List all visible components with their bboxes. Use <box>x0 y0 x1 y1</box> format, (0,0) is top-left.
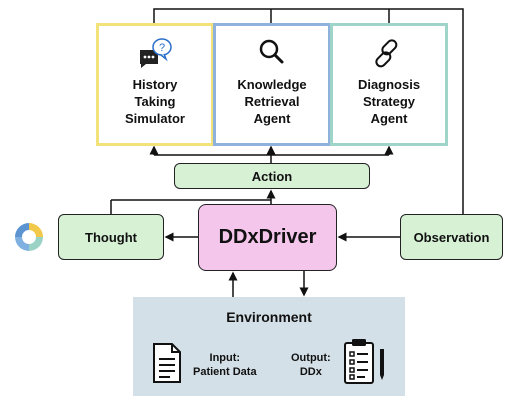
magnifier-icon <box>259 39 284 64</box>
feedback-line <box>153 8 464 232</box>
clipboard-pen-icon <box>344 339 384 384</box>
thought-label: Thought <box>85 229 137 245</box>
svg-text:?: ? <box>159 42 165 54</box>
diagnosis-strategy-agent-box: Diagnosis Strategy Agent <box>330 23 448 146</box>
thought-box: Thought <box>58 214 164 260</box>
action-label: Action <box>251 168 293 184</box>
ddxdriver-box: DDxDriver <box>198 204 337 271</box>
input-label: Input: Patient Data <box>193 352 257 378</box>
history-taking-simulator-box: ? History Taking Simulator <box>96 23 214 146</box>
knowledge-label: Knowledge Retrieval Agent <box>237 77 307 126</box>
observation-label: Observation <box>413 229 490 245</box>
ddxdriver-label: DDxDriver <box>218 226 317 248</box>
chat-question-icon: ? <box>140 38 172 68</box>
environment-box: Environment Input: Patient Data Output: … <box>133 297 405 396</box>
document-icon <box>153 343 181 383</box>
observation-box: Observation <box>400 214 503 260</box>
cycle-icon <box>15 223 43 251</box>
action-box: Action <box>174 163 370 189</box>
history-label: History Taking Simulator <box>125 77 185 126</box>
diagnosis-label: Diagnosis Strategy Agent <box>357 77 421 126</box>
environment-title: Environment <box>226 309 312 325</box>
link-icon <box>375 39 398 68</box>
output-label: Output: DDx <box>291 352 331 378</box>
knowledge-retrieval-agent-box: Knowledge Retrieval Agent <box>213 23 331 146</box>
